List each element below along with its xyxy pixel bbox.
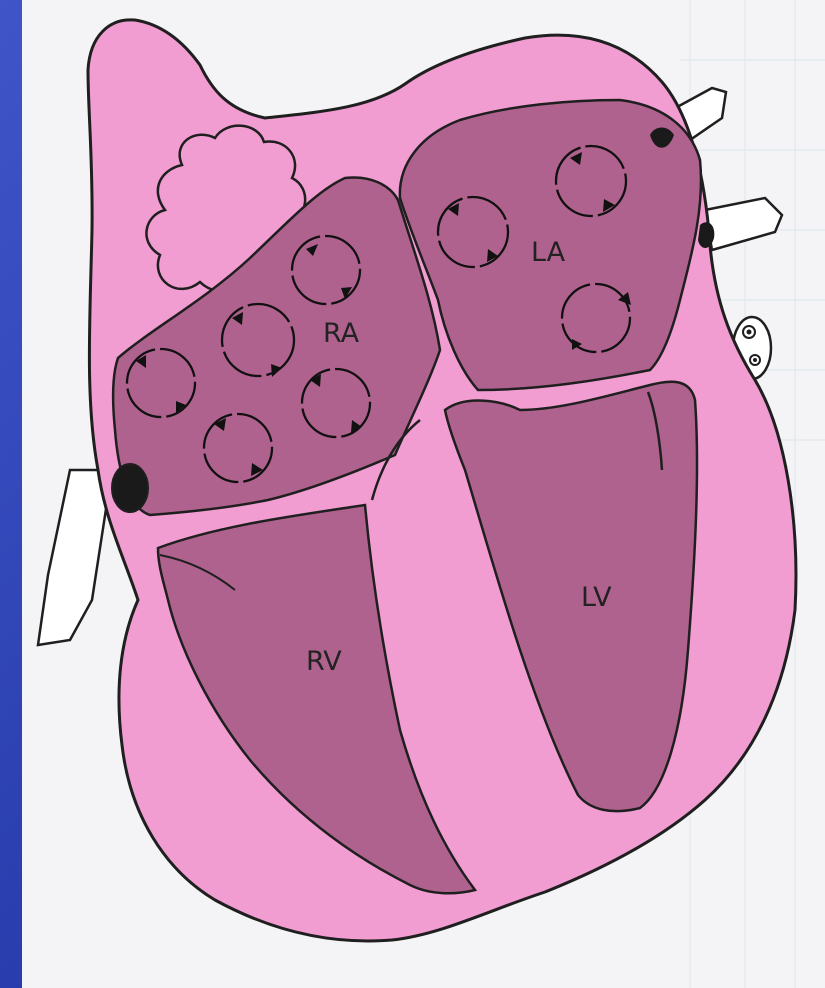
label-la: LA: [531, 237, 566, 268]
label-ra: RA: [323, 318, 360, 349]
label-rv: RV: [306, 646, 342, 677]
label-lv: LV: [581, 582, 612, 613]
coronary-sinus-icon: [112, 464, 148, 512]
